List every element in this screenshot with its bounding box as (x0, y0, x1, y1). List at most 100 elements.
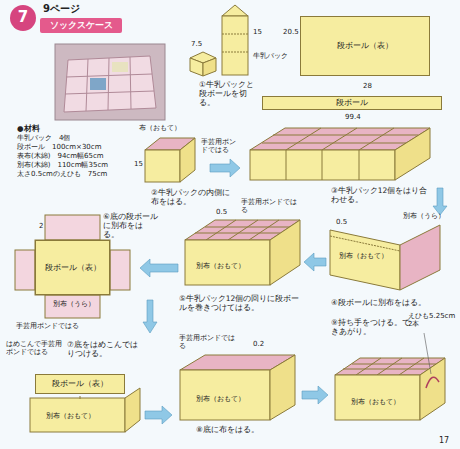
step2-cube (145, 138, 195, 182)
step7-box (30, 398, 125, 432)
cardboard-sheet: 段ボール（表） (300, 16, 430, 76)
step6-fabric (45, 295, 100, 318)
step-text: ⑨持ち手をつける。できあがり。 (330, 318, 412, 336)
step6-fabric (110, 250, 130, 290)
step5-box (185, 220, 300, 285)
flow-arrows (433, 188, 447, 215)
step-text: ②牛乳パックの内側に布をはる。 (150, 188, 237, 206)
step5-box (185, 240, 270, 285)
part-name: 別布（おもて） (45, 412, 96, 420)
part-name: 別布（おもて） (350, 398, 401, 406)
note: 手芸用ボンドではる (178, 334, 240, 351)
dimension: 7.5 (190, 40, 203, 48)
step9-box (335, 333, 445, 420)
step9-box (420, 358, 445, 420)
step6-fabric (45, 215, 100, 240)
step2-cube (180, 138, 195, 182)
part-name: 別布（おもて） (338, 252, 389, 260)
step8-box (270, 355, 295, 420)
step8-box (180, 355, 295, 420)
dimension: 0.5 (215, 208, 228, 216)
page-ref: 9ページ (42, 3, 81, 15)
material-item: 段ボール 100cm×30cm (16, 143, 102, 151)
dimension: 28 (362, 82, 373, 90)
part-name: 別布（おもて） (195, 262, 246, 270)
photo (55, 44, 165, 120)
page-number: 17 (438, 436, 450, 446)
dimension: 0.5 (335, 218, 348, 226)
step6-fabric (35, 240, 110, 295)
photo (65, 57, 154, 111)
step-text: ③牛乳パック12個をはり合わせる。 (330, 186, 432, 204)
step7-box (125, 388, 140, 432)
node-text: 7 (18, 9, 28, 26)
node-text: 段ボール（表） (45, 263, 101, 272)
material-item: 表布(木綿) 94cm幅65cm (16, 152, 105, 160)
cut-pieces (190, 5, 248, 76)
step-text: ⑦底をはめこんではりつける。 (66, 340, 144, 358)
dimension: 15 (133, 160, 144, 168)
step9-box (424, 333, 431, 374)
step9-box (335, 375, 420, 420)
step3-grid (262, 128, 418, 150)
material-item: 太さ0.5cmのえひも 75cm (16, 170, 108, 178)
photo (90, 78, 106, 90)
part-name: 布（おもて） (138, 124, 182, 132)
material-item: 別布(木綿) 110cm幅35cm (16, 161, 109, 169)
step7-box (30, 388, 140, 432)
step3-grid (395, 128, 430, 180)
step-text: ⑧底に布をはる。 (195, 425, 260, 434)
cut-pieces (203, 58, 216, 76)
note: はめこんで手芸用ボンドではる (5, 340, 63, 357)
step8-box (180, 370, 270, 420)
photo (55, 44, 165, 120)
material-item: 牛乳パック 4個 (16, 134, 71, 142)
title-band: ソックスケース (40, 18, 122, 33)
note: 手芸用ボンドではる (200, 138, 242, 155)
photo (64, 56, 156, 112)
dimension: 20.5 (282, 28, 300, 36)
dimension: 0.2 (252, 340, 265, 348)
node-text: ソックスケース (50, 20, 113, 30)
dimension: 15 (252, 28, 263, 36)
step4-wall (330, 236, 400, 251)
step3-grid (286, 150, 359, 180)
step7-box (80, 396, 81, 399)
dimension: 2 (38, 222, 44, 230)
note: 手芸用ボンドではる (15, 322, 80, 330)
node-text: 段ボール（表） (337, 41, 393, 50)
title-number: 7 (10, 5, 36, 31)
flow-arrows (302, 386, 328, 404)
step4-wall (330, 225, 440, 290)
step9-box (426, 377, 439, 388)
flow-arrows (145, 406, 172, 424)
flow-arrows (140, 159, 447, 424)
part-name: 別布（うら） (402, 212, 446, 220)
flow-arrows (304, 253, 326, 271)
node-text: 段ボール (336, 98, 368, 107)
cut-pieces (222, 5, 248, 16)
part-name: 牛乳パック (252, 52, 289, 60)
note: えひも5.25cm 2本 (407, 312, 457, 329)
step3-grid (250, 150, 395, 180)
step-text: ⑤牛乳パック12個の回りに段ボールを巻きつけてはる。 (178, 294, 305, 312)
flow-arrows (140, 259, 178, 277)
step-text: ④段ボールに別布をはる。 (330, 298, 427, 307)
cut-pieces (190, 58, 203, 76)
step-text: ⑥底の段ボールに別布をはる。 (102, 212, 159, 239)
step5-box (270, 220, 300, 285)
cut-pieces (222, 34, 248, 52)
cut-pieces (222, 16, 248, 75)
node-text: 段ボール（表） (52, 379, 108, 388)
step6-fabric (15, 250, 35, 290)
step-text: ①牛乳パックと段ボールを切る。 (198, 80, 258, 107)
step4-wall (330, 230, 400, 290)
step3-grid (250, 128, 430, 180)
photo (112, 62, 128, 72)
part-name: 別布（うら） (52, 300, 96, 308)
note: 手芸用ボンドではる (240, 198, 302, 215)
dimension: 99.4 (344, 113, 362, 121)
step2-cube (145, 150, 180, 182)
materials-heading: ●材料 (16, 124, 41, 133)
